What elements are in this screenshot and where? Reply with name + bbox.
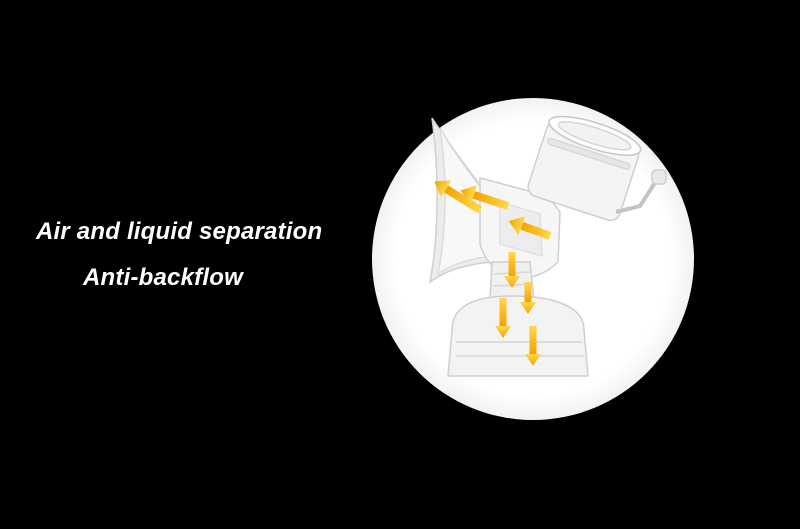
arrow-up-left-icon: [460, 185, 510, 210]
arrow-up-left-icon: [434, 180, 483, 214]
air-flow-arrows: [434, 180, 552, 240]
arrow-down-icon: [504, 252, 520, 288]
feature-caption-anti-backflow: Anti-backflow: [83, 264, 243, 291]
arrow-down-icon: [520, 282, 536, 314]
arrow-down-icon: [525, 326, 541, 366]
feature-caption-air-liquid-separation: Air and liquid separation: [36, 218, 323, 245]
arrow-up-left-icon: [508, 216, 552, 240]
liquid-flow-arrows: [495, 252, 541, 366]
arrow-down-icon: [495, 298, 511, 338]
